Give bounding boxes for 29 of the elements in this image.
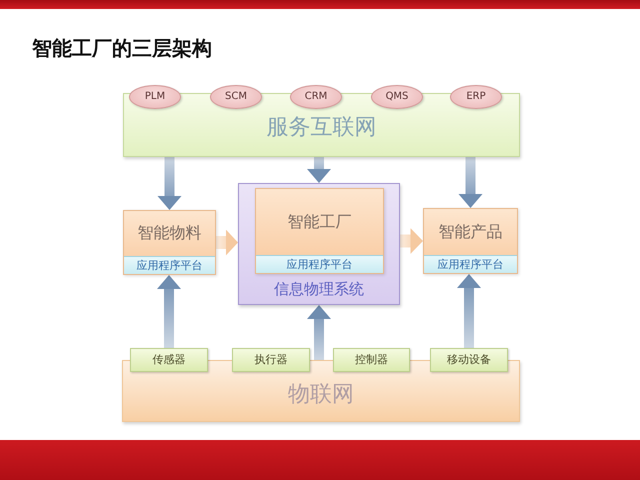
arrow <box>307 305 331 360</box>
arrow <box>457 274 481 348</box>
arrow <box>157 275 181 348</box>
chevron-arrow <box>400 228 423 254</box>
box-title: 智能物料 <box>136 222 202 244</box>
device-tab: 传感器 <box>130 348 208 372</box>
system-frame <box>238 183 400 305</box>
arrow <box>158 157 182 210</box>
system-bubble: ERP <box>450 85 502 109</box>
component-box <box>123 210 216 275</box>
box-title: 智能产品 <box>438 220 504 242</box>
title: 智能工厂的三层架构 <box>32 35 212 61</box>
system-bubble: SCM <box>210 85 262 109</box>
device-tab: 执行器 <box>232 348 310 372</box>
component-box <box>423 208 518 274</box>
box-title: 智能工厂 <box>286 210 352 232</box>
system-bubble: QMS <box>371 85 423 109</box>
platform-bar: 应用程序平台 <box>424 255 517 273</box>
arrow <box>458 157 482 208</box>
arrow <box>307 157 331 183</box>
component-box <box>255 188 384 274</box>
platform-bar: 应用程序平台 <box>256 255 383 273</box>
platform-bar: 应用程序平台 <box>124 256 215 274</box>
frame-label: 信息物理系统 <box>273 279 365 300</box>
device-tab: 控制器 <box>333 348 410 372</box>
system-bubble: CRM <box>290 85 342 109</box>
device-tab: 移动设备 <box>430 348 508 372</box>
system-bubble: PLM <box>129 85 181 109</box>
chevron-arrow <box>216 230 238 256</box>
